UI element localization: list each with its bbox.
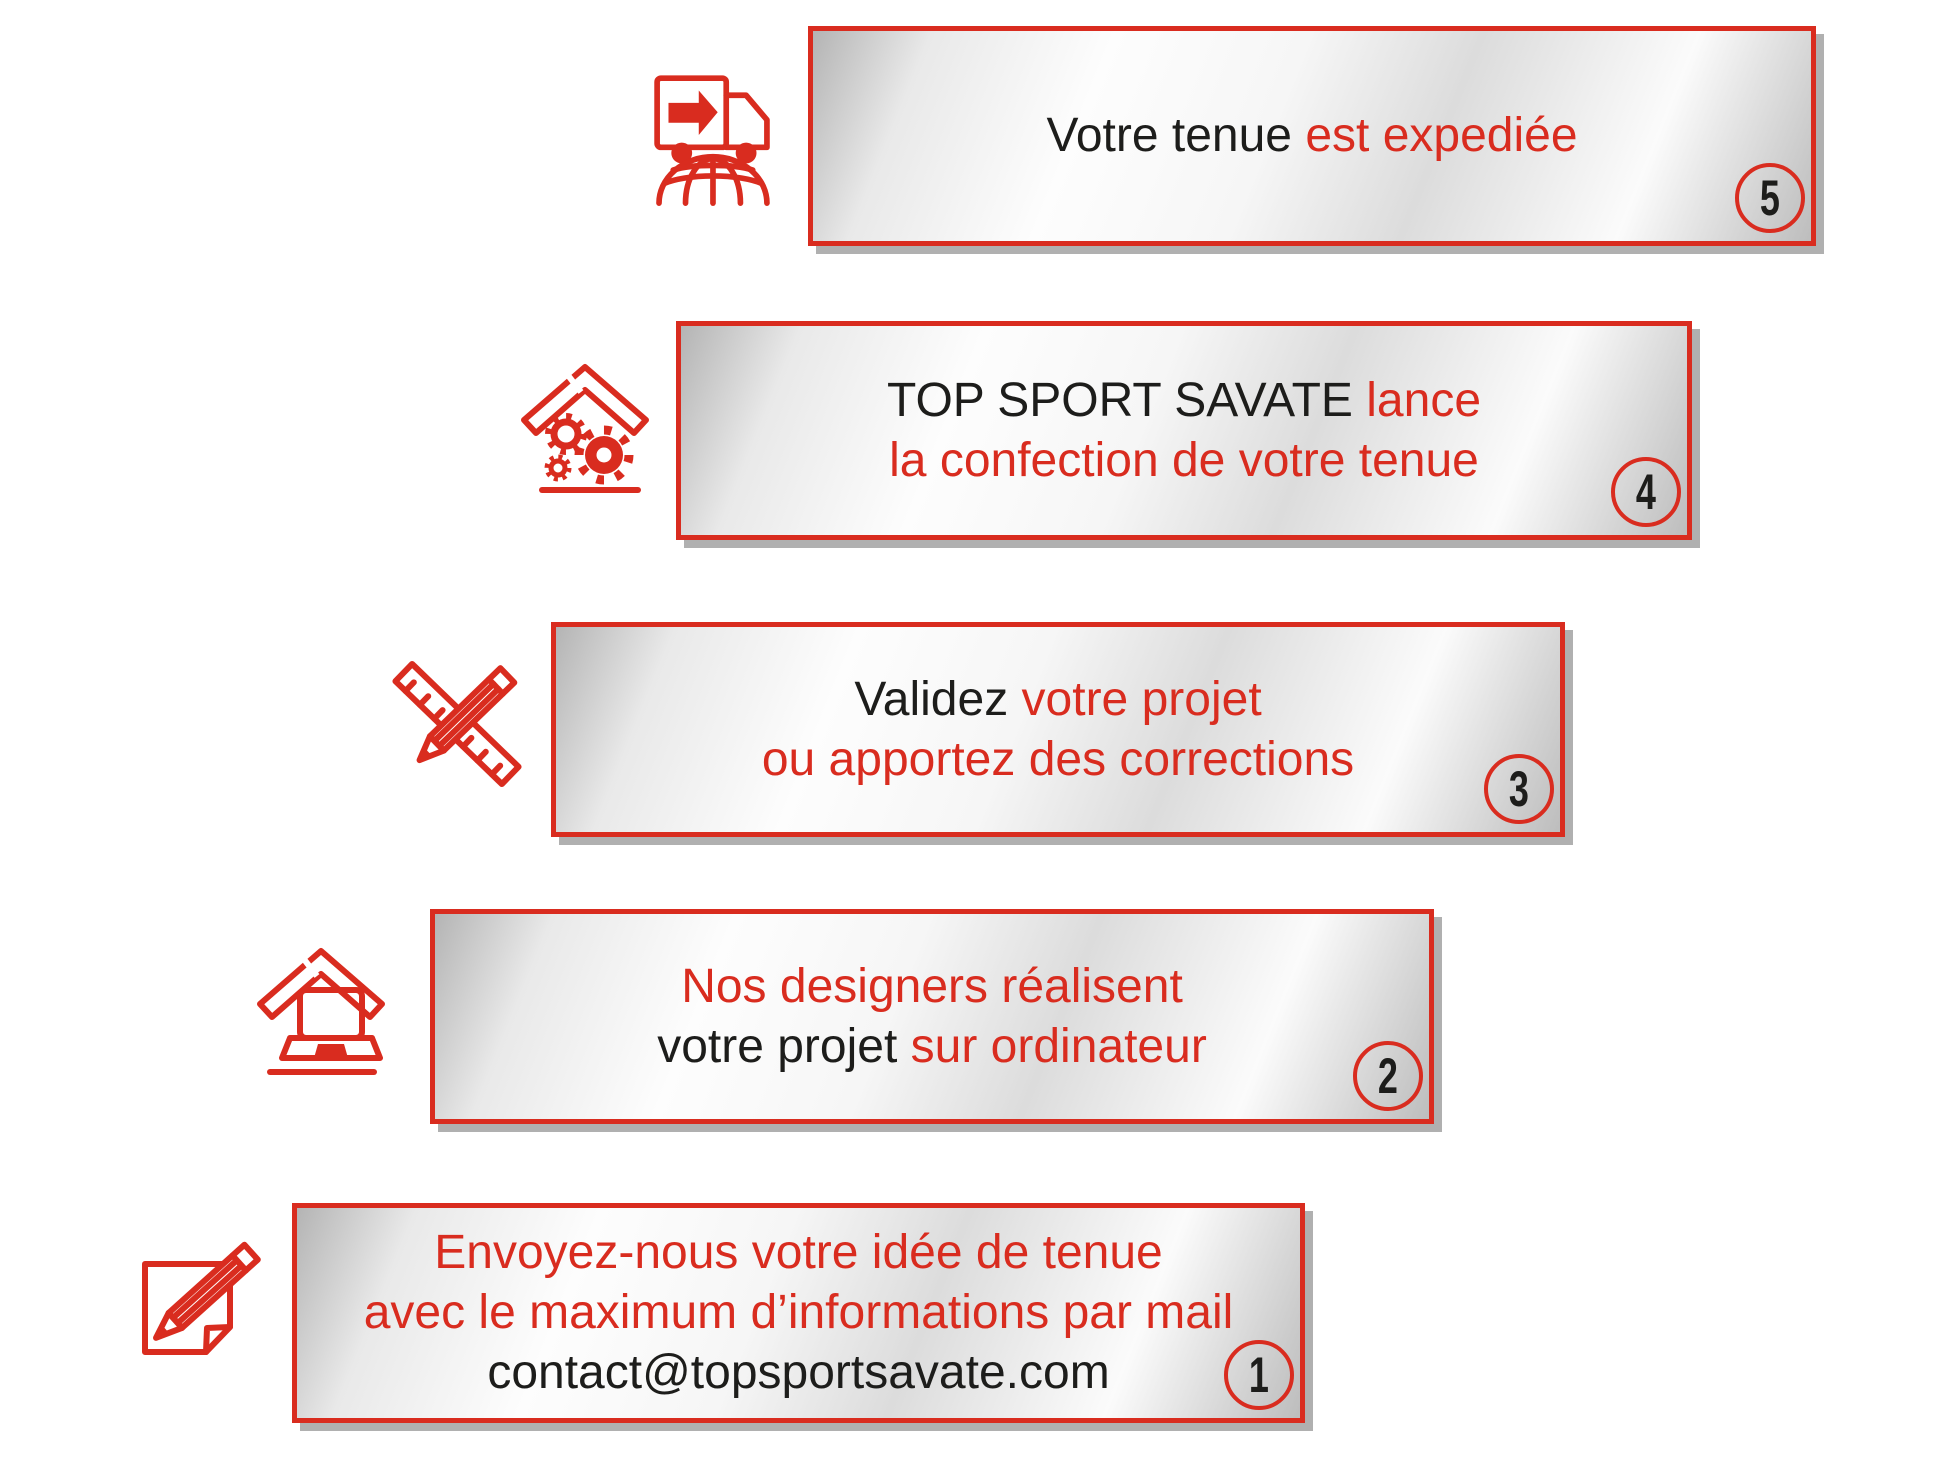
step-5-text: Votre tenue est expediée xyxy=(1046,106,1577,166)
text-segment: sur ordinateur xyxy=(910,1019,1207,1073)
text-line: avec le maximum d’informations par mail xyxy=(364,1283,1234,1343)
text-segment: contact@topsportsavate.com xyxy=(487,1346,1110,1399)
step-4-number-badge: 4 xyxy=(1611,457,1681,527)
step-number: 3 xyxy=(1508,761,1530,817)
ruler-pencil-icon xyxy=(388,648,526,800)
text-line: Envoyez-nous votre idée de tenue xyxy=(434,1223,1162,1283)
note-pencil-icon xyxy=(133,1241,263,1378)
laptop-house-icon xyxy=(256,946,386,1082)
text-segment: la confection de votre tenue xyxy=(889,433,1479,487)
text-segment: Envoyez-nous votre idée de tenue xyxy=(434,1226,1163,1279)
text-segment: avec le maximum d’informations par mail xyxy=(363,1286,1234,1339)
text-segment: votre projet xyxy=(657,1019,911,1073)
text-segment: TOP SPORT SAVATE xyxy=(886,373,1367,427)
step-1-number-badge: 1 xyxy=(1224,1340,1294,1410)
text-segment: ou apportez des corrections xyxy=(761,732,1355,786)
text-line: ou apportez des corrections xyxy=(762,730,1354,790)
step-1-text: Envoyez-nous votre idée de tenue avec le … xyxy=(364,1223,1234,1403)
text-line: Validez votre projet xyxy=(854,670,1261,730)
step-number: 5 xyxy=(1759,170,1781,226)
text-line: la confection de votre tenue xyxy=(889,431,1479,491)
text-segment: Votre tenue xyxy=(1046,109,1306,162)
step-5-number-badge: 5 xyxy=(1735,163,1805,233)
step-1-panel: Envoyez-nous votre idée de tenue avec le … xyxy=(292,1203,1305,1423)
text-segment: votre projet xyxy=(1021,672,1262,726)
text-line: Votre tenue est expediée xyxy=(1046,106,1577,166)
step-2-number-badge: 2 xyxy=(1353,1041,1423,1111)
text-line: Nos designers réalisent xyxy=(681,957,1183,1017)
text-segment: est expediée xyxy=(1305,109,1578,162)
text-segment: Validez xyxy=(854,672,1022,726)
step-number: 4 xyxy=(1635,464,1657,520)
text-line: contact@topsportsavate.com xyxy=(487,1343,1109,1403)
text-segment: lance xyxy=(1366,373,1482,427)
step-5-panel: Votre tenue est expediée 5 xyxy=(808,26,1816,246)
text-line: votre projet sur ordinateur xyxy=(657,1017,1207,1077)
step-number: 1 xyxy=(1248,1347,1270,1403)
text-line: TOP SPORT SAVATE lance xyxy=(887,371,1481,431)
delivery-truck-globe-icon xyxy=(645,64,780,206)
step-3-number-badge: 3 xyxy=(1484,754,1554,824)
text-segment: Nos designers réalisent xyxy=(681,959,1183,1013)
step-number: 2 xyxy=(1377,1048,1399,1104)
workshop-gears-icon xyxy=(520,362,650,496)
